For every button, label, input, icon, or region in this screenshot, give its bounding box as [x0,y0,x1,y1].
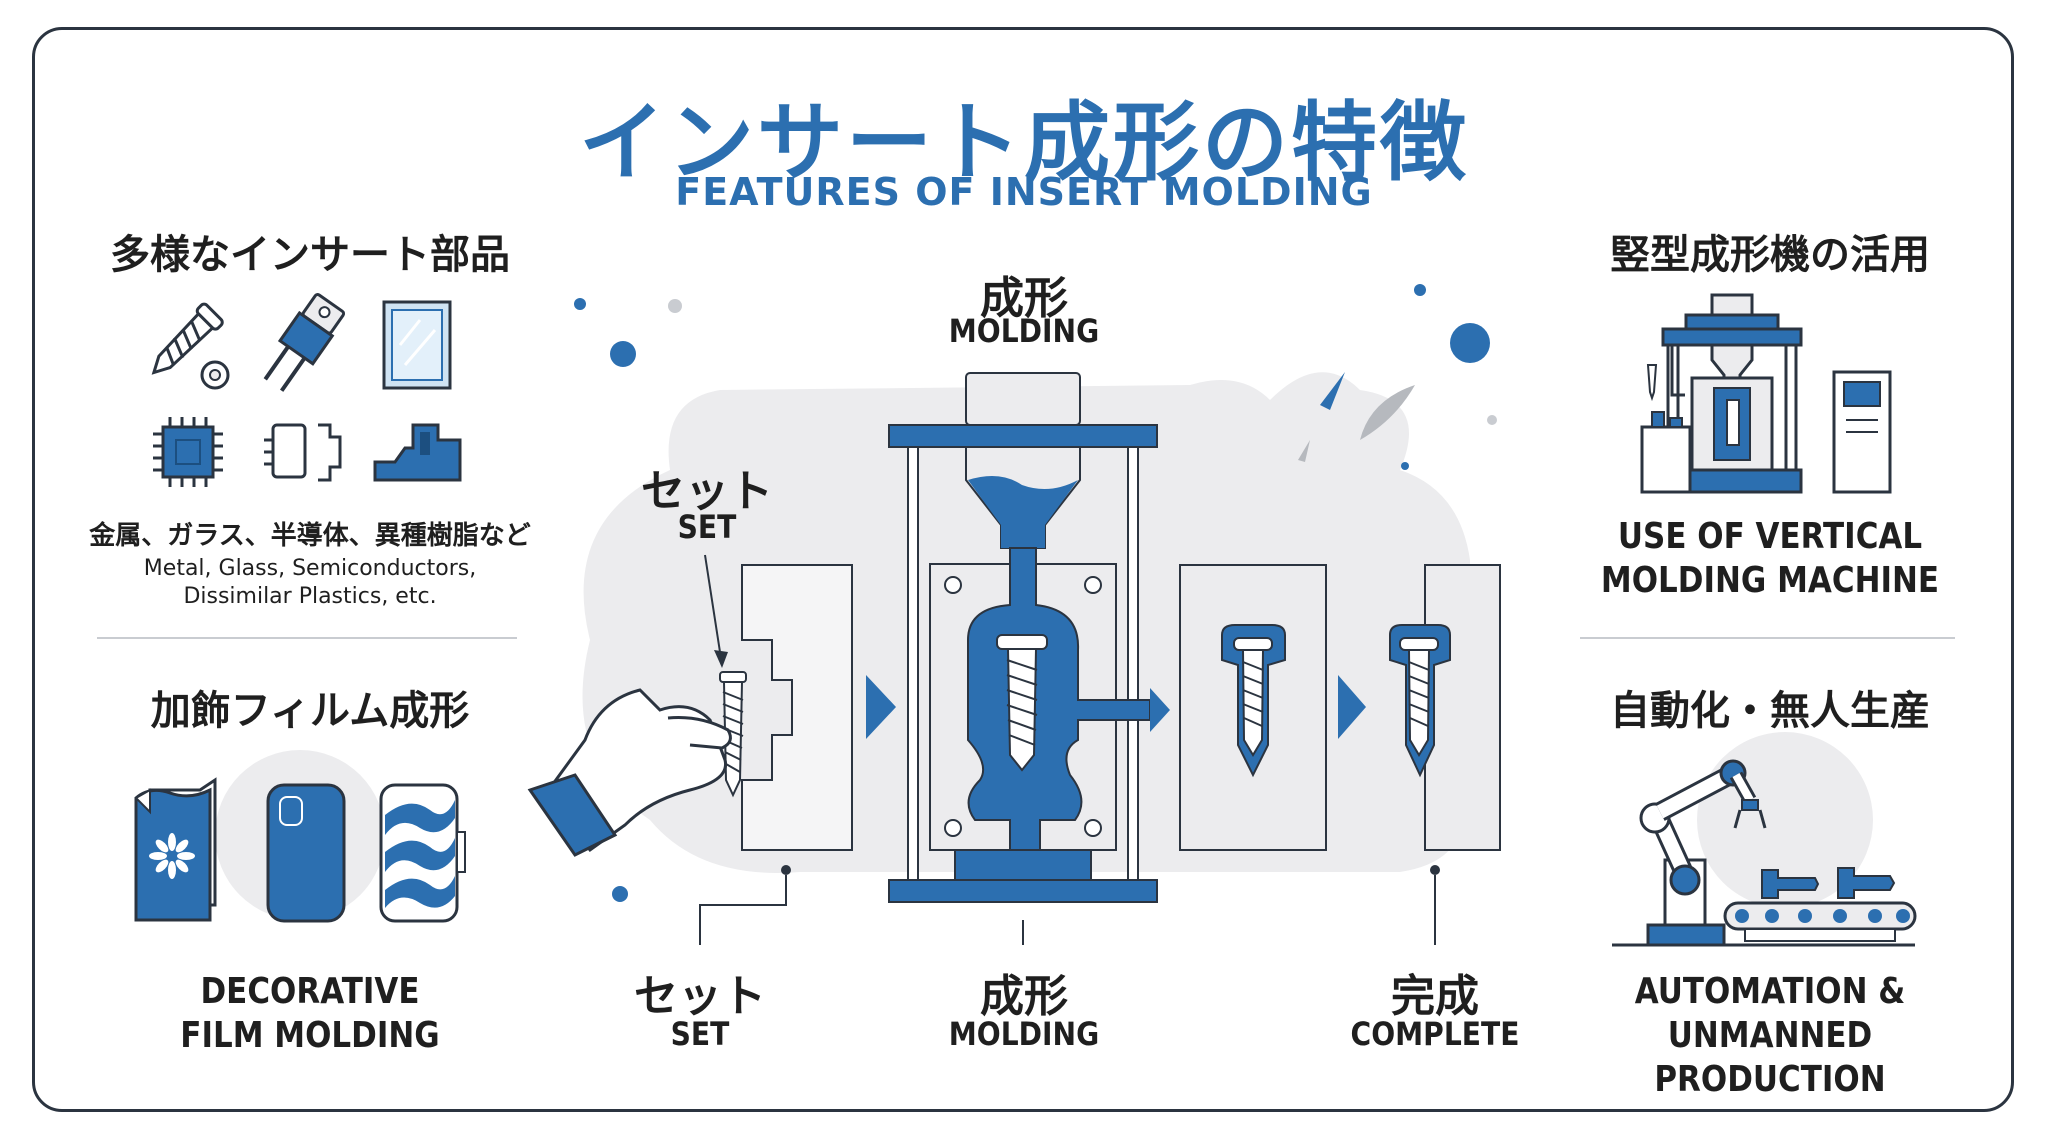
arrow-icon [1338,675,1366,739]
step-complete-jp: 完成 [1391,971,1479,1022]
splash-drop [1360,385,1415,440]
connector-line [699,875,787,945]
parts-heading: 多様なインサート部品 [110,232,510,278]
film-label-1: DECORATIVE [200,971,420,1012]
film-heading: 加飾フィルム成形 [150,688,470,734]
molding-label-jp: 成形 [980,273,1068,324]
leader-line [704,554,723,666]
molding-label-en: MOLDING [948,312,1100,350]
step-molding-jp: 成形 [980,971,1068,1022]
mold-half-set [741,564,853,851]
glass-part-icon [382,300,452,390]
dot [610,341,636,367]
vertical-label-1: USE OF VERTICAL [1617,516,1923,557]
parts-caption-en-2: Dissimilar Plastics, etc. [183,584,437,609]
page-subtitle: FEATURES OF INSERT MOLDING [675,170,1373,214]
left-divider [97,637,517,639]
screw-icon [719,671,747,798]
step-set-en: SET [670,1015,730,1053]
vertical-heading: 竪型成形機の活用 [1610,232,1930,278]
parts-caption-jp: 金属、ガラス、半導体、異種樹脂など [89,521,531,551]
page-title: インサート成形の特徴 [579,93,1469,193]
vertical-machine-icon [1640,293,1892,494]
dot [668,299,682,313]
film-sheet-icon [134,777,217,922]
resin-part-icon [373,423,462,482]
step-complete-en: COMPLETE [1350,1015,1520,1053]
press-machine [888,372,1170,903]
phone-case-icon [266,783,346,923]
dot [1450,323,1490,363]
complete-part-panel [1424,564,1501,851]
right-divider [1580,637,1955,639]
film-label-2: FILM MOLDING [180,1015,440,1056]
component-part-icon [263,293,346,392]
chip-part-icon [153,417,223,487]
dot [574,298,586,310]
automation-label-1: AUTOMATION & [1634,971,1906,1012]
step-molding-en: MOLDING [948,1015,1100,1053]
dot [1401,462,1409,470]
set-label-en: SET [677,508,737,546]
hand-icon [527,688,732,857]
robot-arm-icon [1612,759,1917,947]
set-label-jp: セット [641,466,773,517]
decorated-case-icon [379,783,466,923]
dot [1414,284,1426,296]
automation-heading: 自動化・無人生産 [1610,688,1930,734]
dot [1487,415,1497,425]
automation-label-2: UNMANNED PRODUCTION [1654,1015,1886,1100]
terminal-part-icon [264,423,342,482]
dot [612,886,628,902]
splash-drop [1320,372,1345,410]
arrow-icon [866,675,896,739]
splash-drop [1298,440,1310,462]
step-set-jp: セット [634,971,766,1022]
screw-part-icon [151,302,230,390]
vertical-label-2: MOLDING MACHINE [1600,560,1940,601]
parts-caption-en-1: Metal, Glass, Semiconductors, [143,556,477,581]
